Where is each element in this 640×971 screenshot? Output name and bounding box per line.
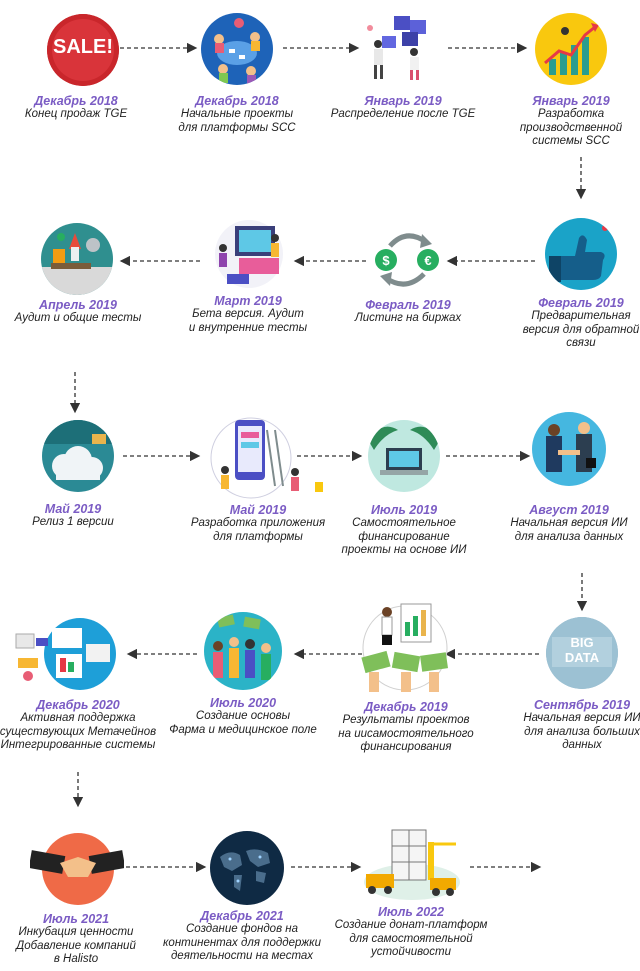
milestone-date: Июль 2020 [209, 696, 277, 710]
milestone-date: Сентябрь 2019 [533, 698, 631, 712]
milestone-date: Июль 2022 [377, 905, 445, 919]
currency-exchange-icon: $ € [372, 228, 442, 292]
svg-text:€: € [424, 253, 431, 268]
team-meeting-icon [201, 13, 273, 85]
milestone-date: Декабрь 2019 [364, 700, 448, 714]
milestone-date: Февраль 2019 [365, 298, 451, 312]
milestone-date: Декабрь 2018 [195, 94, 279, 108]
world-map-icon [210, 831, 284, 905]
milestone-date: Июль 2019 [370, 503, 438, 517]
milestone-text: Разработка приложения для платформы [190, 517, 326, 543]
big-data-text: BIG DATA [564, 635, 600, 665]
business-handshake-icon [28, 827, 126, 905]
milestone-date: Декабрь 2020 [36, 698, 120, 712]
milestone-text: Распределение после TGE [330, 108, 476, 120]
milestone-5: Февраль 2019 Предварительная версия для … [496, 296, 640, 351]
milestone-date: Март 2019 [214, 294, 282, 308]
milestone-14: Декабрь 2019 Результаты проектов на ииса… [321, 700, 491, 755]
growth-chart-icon [535, 13, 607, 85]
milestone-text: Активная поддержка существующих Метачейн… [0, 712, 157, 751]
thumbs-up-icon [545, 218, 617, 290]
milestone-17: Июль 2021 Инкубация ценности Добавление … [0, 912, 161, 967]
milestone-text: Аудит и общие тесты [14, 312, 142, 324]
milestone-1: Декабрь 2018 Конец продаж TGE [0, 94, 161, 122]
milestone-text: Конец продаж TGE [24, 108, 128, 120]
people-blocks-icon [364, 14, 444, 82]
milestone-date: Апрель 2019 [39, 298, 117, 312]
milestone-date: Январь 2019 [532, 94, 610, 108]
milestone-13: Сентябрь 2019 Начальная версия ИИ для ан… [497, 698, 640, 753]
construction-icon [358, 822, 466, 904]
milestone-text: Создание донат-платформ для самостоятель… [334, 919, 488, 958]
app-builders-icon [205, 410, 331, 500]
milestone-text: Разработка производственной системы SCC [519, 108, 623, 147]
milestone-date: Август 2019 [529, 503, 609, 517]
milestone-19: Июль 2022 Создание донат-платформ для са… [326, 905, 496, 960]
sale-icon: SALE! [47, 14, 119, 86]
milestone-text: Создание основы Фарма и медицинское поле [169, 710, 317, 736]
milestone-date: Февраль 2019 [538, 296, 624, 310]
milestone-4: Январь 2019 Разработка производственной … [486, 94, 640, 149]
milestone-2: Декабрь 2018 Начальные проекты для платф… [152, 94, 322, 135]
sale-text: SALE! [53, 36, 113, 58]
milestone-8: Апрель 2019 Аудит и общие тесты [0, 298, 163, 326]
milestone-text: Листинг на биржах [354, 312, 462, 324]
milestone-text: Самостоятельное финансирование проекты н… [341, 517, 467, 556]
rocket-desk-icon [41, 223, 113, 295]
svg-text:$: $ [382, 253, 390, 268]
handshake-icon [532, 412, 606, 486]
milestone-date: Май 2019 [44, 502, 102, 516]
milestone-text: Инкубация ценности Добавление компаний в… [16, 926, 136, 965]
milestone-12: Август 2019 Начальная версия ИИ для анал… [484, 503, 640, 544]
cloud-release-icon [42, 420, 114, 492]
big-data-icon: BIG DATA [546, 617, 618, 689]
milestone-16: Декабрь 2020 Активная поддержка существу… [0, 698, 163, 753]
presentation-money-icon [357, 600, 453, 696]
milestone-7: Март 2019 Бета версия. Аудит и внутренни… [163, 294, 333, 335]
milestone-3: Январь 2019 Распределение после TGE [318, 94, 488, 122]
milestone-date: Июль 2021 [42, 912, 110, 926]
milestone-text: Релиз 1 версии [32, 516, 114, 528]
milestone-date: Май 2019 [229, 503, 287, 517]
dev-team-icon [209, 218, 287, 290]
milestone-date: Декабрь 2021 [200, 909, 284, 923]
milestone-6: Февраль 2019 Листинг на биржах [323, 298, 493, 326]
crowd-money-icon [204, 612, 282, 690]
milestone-10: Май 2019 Разработка приложения для платф… [173, 503, 343, 544]
milestone-text: Предварительная версия для обратной связ… [522, 310, 640, 349]
milestone-11: Июль 2019 Самостоятельное финансирование… [319, 503, 489, 558]
integrated-systems-icon [12, 614, 124, 692]
milestone-9: Май 2019 Релиз 1 версии [0, 502, 158, 530]
milestone-15: Июль 2020 Создание основы Фарма и медици… [158, 696, 328, 737]
milestone-date: Декабрь 2018 [34, 94, 118, 108]
milestone-text: Начальная версия ИИ для анализа больших … [523, 712, 640, 751]
laptop-palms-icon [368, 420, 440, 492]
milestone-date: Январь 2019 [364, 94, 442, 108]
milestone-text: Начальные проекты для платформы SCC [178, 108, 296, 134]
milestone-text: Начальная версия ИИ для анализа данных [510, 517, 628, 543]
milestone-18: Декабрь 2021 Создание фондов на континен… [157, 909, 327, 964]
milestone-text: Бета версия. Аудит и внутренние тесты [188, 308, 308, 334]
milestone-text: Результаты проектов на иисамостоятельног… [338, 714, 474, 753]
milestone-text: Создание фондов на континентах для подде… [163, 923, 321, 962]
